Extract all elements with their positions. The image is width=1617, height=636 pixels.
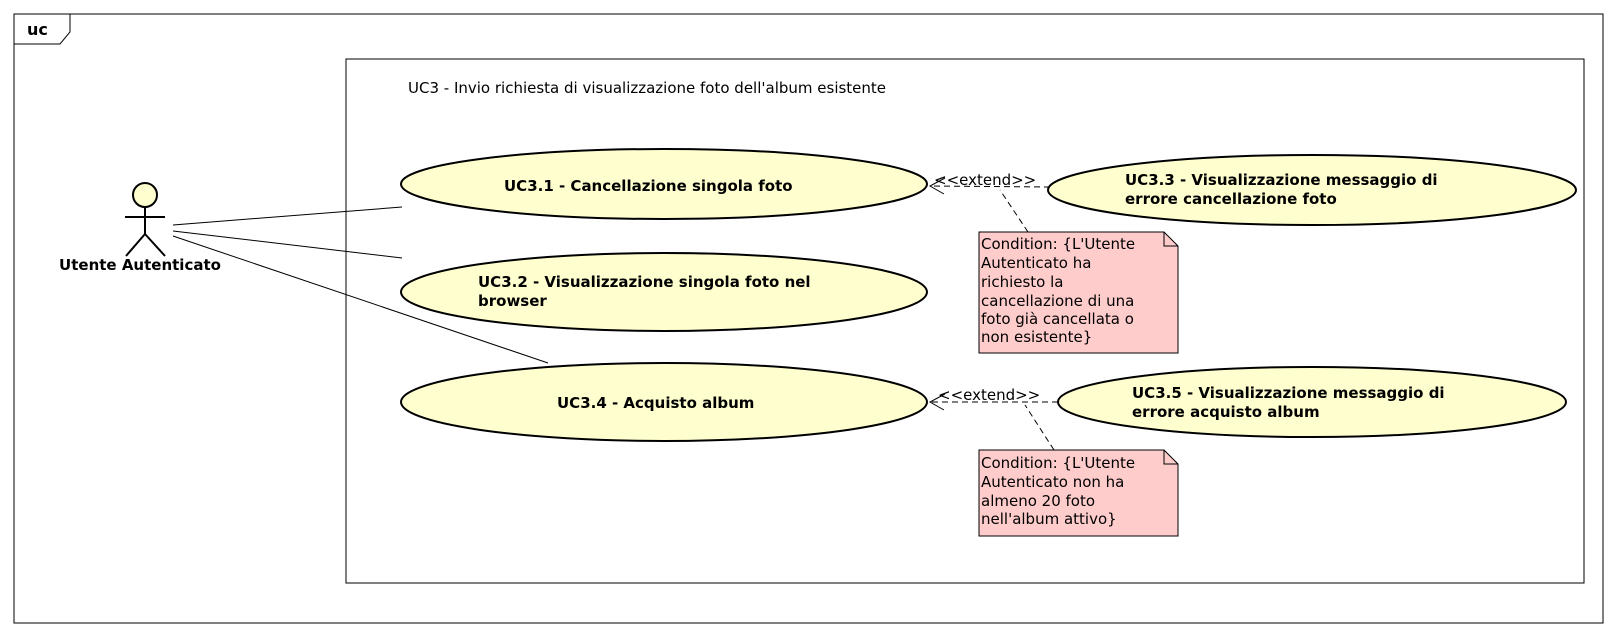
- association-uc32: [172, 230, 403, 259]
- note-2-fold: [1163, 450, 1178, 465]
- extend-label-2: <<extend>>: [938, 386, 1040, 404]
- uc35-label-line2: errore acquisto album: [1132, 403, 1320, 421]
- uc32-label-line2: browser: [478, 292, 547, 310]
- note-2-line-1: Condition: {L'Utente: [981, 454, 1135, 472]
- uc31-ellipse: [400, 148, 928, 220]
- actor-right-leg: [144, 233, 166, 257]
- note-1-shape: [978, 231, 1179, 354]
- actor-head: [132, 182, 158, 208]
- uc34-ellipse: [400, 362, 928, 442]
- system-boundary: [345, 58, 1585, 584]
- actor-left-leg: [125, 233, 146, 257]
- extend-line-1: [929, 185, 1051, 188]
- uc35-label-line1: UC3.5 - Visualizzazione messaggio di: [1132, 384, 1445, 402]
- actor-utente-autenticato[interactable]: Utente Autenticato: [59, 182, 221, 274]
- uc32-label-line1: UC3.2 - Visualizzazione singola foto nel: [478, 273, 811, 291]
- diagram-frame: [13, 13, 1604, 624]
- note-2-line-4: nell'album attivo}: [981, 510, 1117, 528]
- use-case-uc34[interactable]: UC3.4 - Acquisto album: [400, 362, 928, 442]
- note-1-line-2: Autenticato ha: [981, 254, 1091, 272]
- extend-label-1: <<extend>>: [934, 171, 1036, 189]
- extend-arrowhead-1: [928, 177, 946, 195]
- note-1-line-1: Condition: {L'Utente: [981, 235, 1135, 253]
- use-case-uc35[interactable]: UC3.5 - Visualizzazione messaggio di err…: [1057, 366, 1567, 438]
- extend-arrowhead-2: [928, 393, 946, 411]
- note-2-line-3: almeno 20 foto: [981, 492, 1095, 510]
- uc34-label: UC3.4 - Acquisto album: [557, 394, 754, 412]
- frame-label: uc: [27, 20, 48, 39]
- use-case-uc33[interactable]: UC3.3 - Visualizzazione messaggio di err…: [1047, 154, 1577, 226]
- association-uc31: [172, 206, 403, 226]
- note-1-line-5: foto già cancellata o: [981, 310, 1134, 328]
- note-1-line-6: non esistente}: [981, 328, 1092, 346]
- use-case-uc31[interactable]: UC3.1 - Cancellazione singola foto: [400, 148, 928, 220]
- note-1-fold: [1163, 232, 1178, 247]
- uc33-label-line1: UC3.3 - Visualizzazione messaggio di: [1125, 171, 1438, 189]
- uc32-ellipse: [400, 252, 928, 332]
- actor-name: Utente Autenticato: [59, 256, 221, 274]
- system-title: UC3 - Invio richiesta di visualizzazione…: [408, 79, 886, 97]
- uc31-label: UC3.1 - Cancellazione singola foto: [504, 177, 793, 195]
- note-condition-1: Condition: {L'Utente Autenticato ha rich…: [978, 231, 1179, 354]
- note-1-line-3: richiesto la: [981, 273, 1064, 291]
- uc35-ellipse: [1057, 366, 1567, 438]
- frame-label-tab: [14, 13, 71, 45]
- note-1-connector: [999, 189, 1029, 233]
- note-2-line-2: Autenticato non ha: [981, 473, 1124, 491]
- note-condition-2: Condition: {L'Utente Autenticato non ha …: [978, 449, 1179, 537]
- use-case-uc32[interactable]: UC3.2 - Visualizzazione singola foto nel…: [400, 252, 928, 332]
- note-2-shape: [978, 449, 1179, 537]
- note-1-line-4: cancellazione di una: [981, 292, 1134, 310]
- association-uc34: [172, 235, 549, 364]
- uc33-ellipse: [1047, 154, 1577, 226]
- note-2-connector: [1024, 404, 1055, 451]
- uc33-label-line2: errore cancellazione foto: [1125, 190, 1337, 208]
